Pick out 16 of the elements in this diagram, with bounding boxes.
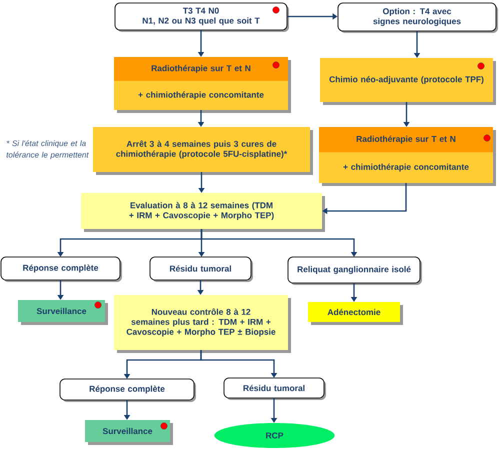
evaluation-box: Nouveau contrôle 8 à 12 semaines plus tard : TDM + IRM + Cavoscopie + Morpho TEP ± Biopsie xyxy=(114,295,291,353)
treatment-box: Radiothérapie sur T et N + chimiothérapie concomitante xyxy=(114,57,291,113)
outcome-box: Adénectomie xyxy=(308,302,403,325)
outcome-box: Surveillance xyxy=(85,420,173,445)
decision-box: Réponse complète xyxy=(0,256,122,282)
decision-box: T3 T4 N0 N1, N2 ou N3 quel que soit T xyxy=(114,2,289,32)
decision-box: Reliquat ganglionnaire isolé xyxy=(288,256,422,285)
treatment-box: Chimio néo-adjuvante (protocole TPF) xyxy=(320,58,496,105)
treatment-box: Arrêt 3 à 4 semaines puis 3 cures de chimiothérapie (protocole 5FU-cisplatine)* xyxy=(93,127,313,175)
evaluation-box: Evaluation à 8 à 12 semaines (TDM + IRM + Cavoscopie + Morpho TEP) xyxy=(81,193,325,232)
outcome-box: Surveillance xyxy=(18,300,108,325)
decision-box: Option : T4 avec signes neurologiques xyxy=(338,2,498,33)
decision-box: Résidu tumoral xyxy=(224,378,326,400)
treatment-box: Radiothérapie sur T et N + chimiothérapie concomitante xyxy=(319,127,496,186)
decision-box: Résidu tumoral xyxy=(150,256,253,282)
decision-box: Réponse complète xyxy=(60,378,196,402)
